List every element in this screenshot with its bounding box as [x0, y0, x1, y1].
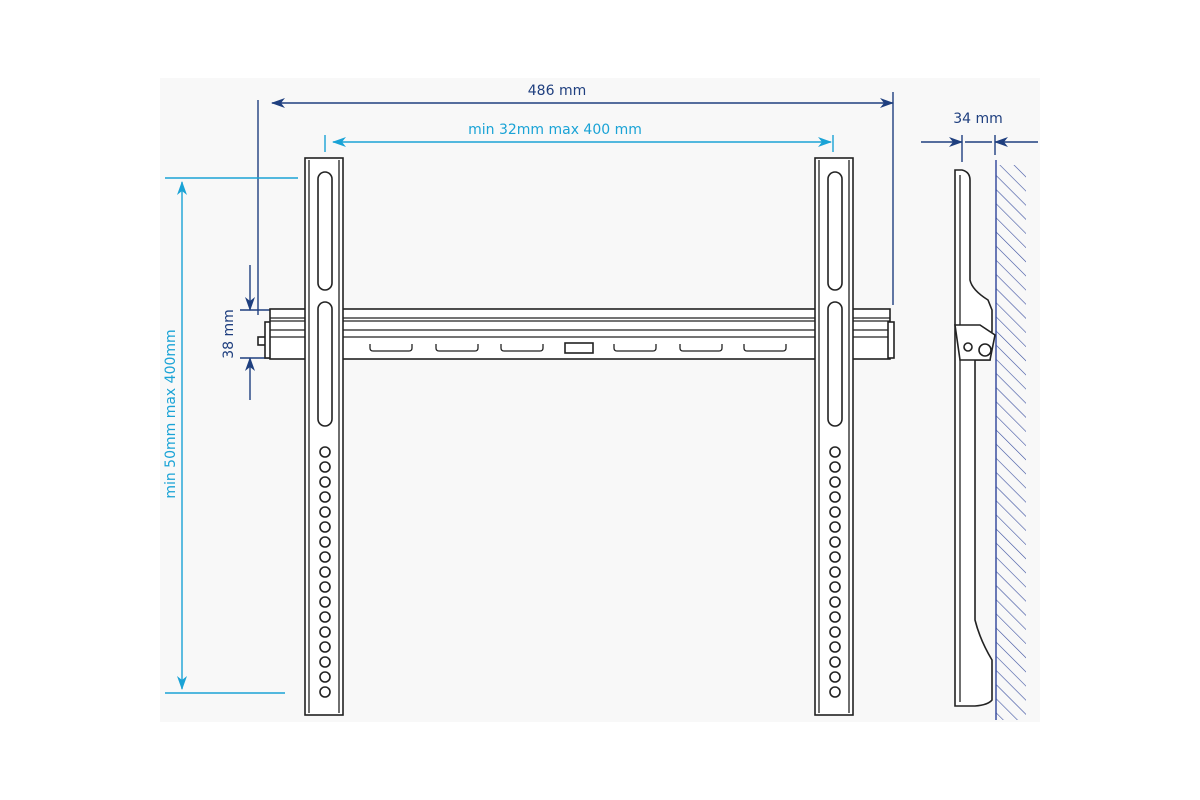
bracket-hole: [319, 536, 331, 548]
bracket-hole: [319, 656, 331, 668]
bracket-hole: [829, 581, 841, 593]
bracket-hole: [829, 491, 841, 503]
vesa-vertical-dimension: min 50mm max 400mm: [163, 177, 298, 694]
vesa-vertical-label: min 50mm max 400mm: [163, 329, 179, 498]
side-view: [954, 160, 1026, 720]
total-width-dimension: 486 mm: [257, 83, 894, 315]
bracket-hole: [829, 686, 841, 698]
bracket-hole: [829, 536, 841, 548]
depth-label: 34 mm: [953, 111, 1003, 127]
bracket-hole: [319, 671, 331, 683]
bracket-slot: [317, 301, 333, 427]
bracket-hole: [829, 671, 841, 683]
bracket-hole: [829, 611, 841, 623]
vesa-horizontal-label: min 32mm max 400 mm: [468, 122, 642, 138]
rail-height-dimension: 38 mm: [221, 265, 270, 400]
bracket-hole: [319, 566, 331, 578]
vesa-horizontal-dimension: min 32mm max 400 mm: [324, 122, 834, 152]
bracket-slot: [827, 301, 843, 427]
bracket-slot: [317, 171, 333, 291]
bracket-hole: [319, 461, 331, 473]
bracket-hole: [829, 476, 841, 488]
bracket-hole: [829, 446, 841, 458]
depth-dimension: 34 mm: [921, 111, 1038, 162]
bracket-hole: [829, 506, 841, 518]
bracket-hole: [829, 551, 841, 563]
bracket-hole: [319, 596, 331, 608]
bracket-hole: [829, 461, 841, 473]
rail-height-label: 38 mm: [221, 309, 237, 359]
right-vertical-bracket: [814, 157, 854, 716]
bracket-hole: [829, 656, 841, 668]
bracket-hole: [319, 491, 331, 503]
bracket-hole: [829, 521, 841, 533]
bracket-hole: [319, 506, 331, 518]
total-width-label: 486 mm: [528, 83, 586, 99]
bracket-hole: [319, 626, 331, 638]
bracket-hole: [829, 641, 841, 653]
bracket-hole: [319, 686, 331, 698]
bracket-hole: [319, 581, 331, 593]
bracket-slot: [827, 171, 843, 291]
bracket-hole: [319, 611, 331, 623]
left-vertical-bracket: [304, 157, 344, 716]
diagram-background: [160, 78, 1040, 722]
bracket-hole: [319, 551, 331, 563]
bracket-hole: [319, 476, 331, 488]
bracket-hole: [319, 446, 331, 458]
bracket-hole: [829, 626, 841, 638]
bracket-hole: [829, 566, 841, 578]
wall-rail: [257, 308, 895, 360]
bracket-hole: [319, 521, 331, 533]
bracket-hole: [829, 596, 841, 608]
bracket-hole: [319, 641, 331, 653]
